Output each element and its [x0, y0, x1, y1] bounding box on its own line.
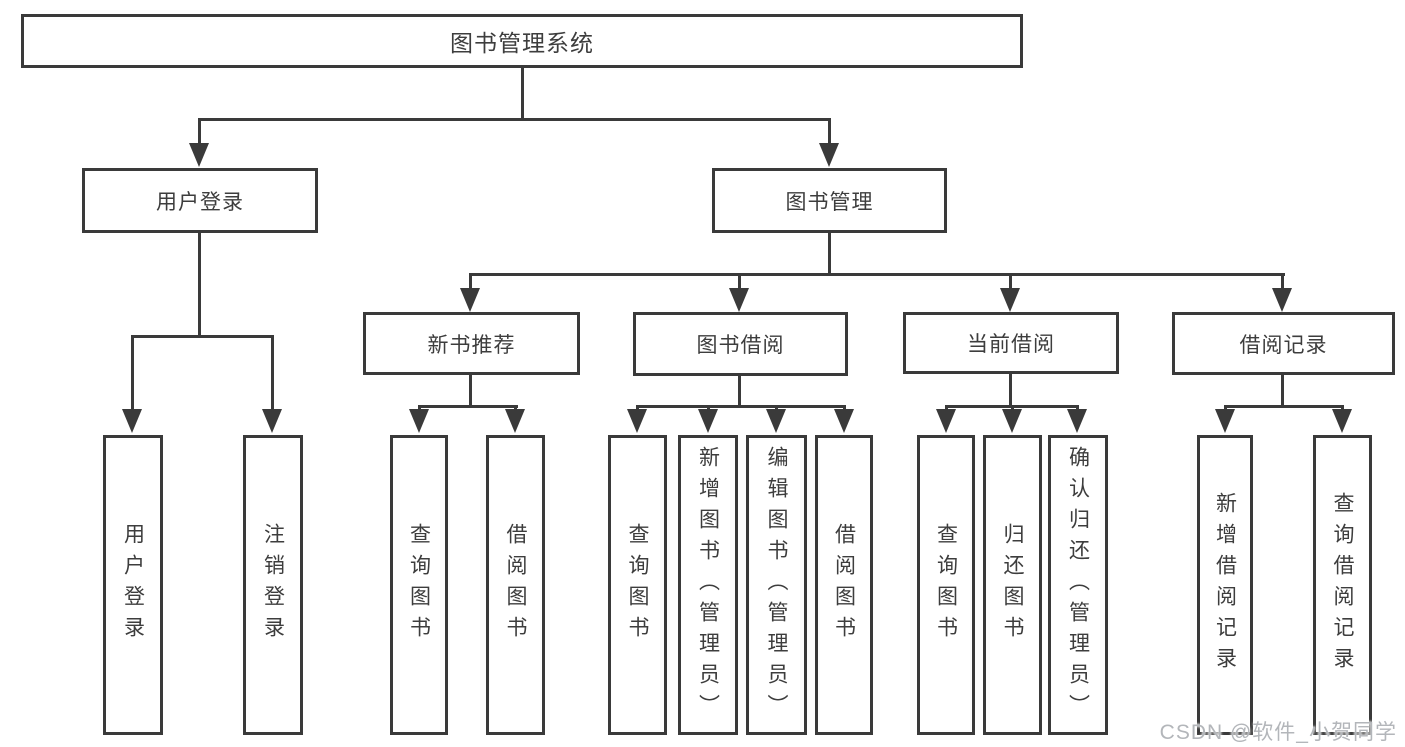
leaf-br-add-record-label: 新增借阅记录 — [1213, 492, 1237, 678]
node-new-book-recommend-label: 新书推荐 — [427, 333, 516, 357]
arrowhead-br-query — [1332, 409, 1352, 433]
node-current-borrow-label: 当前借阅 — [967, 333, 1055, 356]
connector-book-management-stem — [828, 233, 831, 275]
leaf-bb-edit-books-admin-label: 编辑图书（管理员） — [765, 445, 788, 725]
node-borrow-records: 借阅记录 — [1172, 312, 1395, 375]
leaf-bb-borrow-books: 借阅图书 — [815, 435, 873, 735]
leaf-logout: 注销登录 — [243, 435, 303, 735]
connector-arm-new-book-recommend — [469, 273, 472, 291]
connector-user-login-stem — [198, 233, 201, 338]
node-book-borrow: 图书借阅 — [633, 312, 848, 376]
leaf-user-login-label: 用户登录 — [121, 523, 145, 647]
leaf-nbr-borrow-books: 借阅图书 — [486, 435, 545, 735]
arrowhead-bb-query — [627, 409, 647, 433]
leaf-nbr-query-books: 查询图书 — [390, 435, 448, 735]
leaf-br-query-record: 查询借阅记录 — [1313, 435, 1372, 735]
arrowhead-user-login — [189, 143, 209, 167]
connector-book-management-bar — [469, 273, 1285, 276]
connector-root-stem — [521, 67, 524, 120]
leaf-cb-return-books-label: 归还图书 — [1001, 523, 1024, 647]
leaf-bb-edit-books-admin: 编辑图书（管理员） — [746, 435, 807, 735]
connector-nbr-stem — [469, 375, 472, 407]
node-user-login: 用户登录 — [82, 168, 318, 233]
connector-user-login-bar — [131, 335, 274, 338]
leaf-cb-confirm-return-admin: 确认归还（管理员） — [1048, 435, 1108, 735]
connector-br-stem — [1281, 375, 1284, 407]
csdn-watermark: CSDN @软件_小贺同学 — [1159, 721, 1397, 744]
leaf-logout-label: 注销登录 — [261, 523, 285, 647]
arrowhead-bb-add — [698, 409, 718, 433]
arrowhead-book-borrow — [729, 288, 749, 312]
connector-nbr-bar — [418, 405, 518, 408]
leaf-nbr-borrow-books-label: 借阅图书 — [504, 523, 527, 647]
leaf-bb-query-books-label: 查询图书 — [626, 523, 649, 647]
node-current-borrow: 当前借阅 — [903, 312, 1119, 374]
connector-arm-book-borrow — [738, 273, 741, 291]
leaf-cb-query-books: 查询图书 — [917, 435, 975, 735]
node-book-management-label: 图书管理 — [785, 190, 874, 214]
leaf-cb-return-books: 归还图书 — [983, 435, 1042, 735]
arrowhead-leaf-login — [122, 409, 142, 433]
arrowhead-leaf-logout — [262, 409, 282, 433]
connector-root-bar — [198, 118, 831, 121]
node-borrow-records-label: 借阅记录 — [1239, 333, 1328, 357]
arrowhead-nbr-query — [409, 409, 429, 433]
leaf-bb-add-books-admin: 新增图书（管理员） — [678, 435, 738, 735]
arrowhead-bb-edit — [766, 409, 786, 433]
connector-bb-bar — [636, 405, 845, 408]
connector-arm-user-login — [198, 118, 201, 148]
arrowhead-cb-confirm — [1067, 409, 1087, 433]
leaf-bb-borrow-books-label: 借阅图书 — [832, 523, 856, 647]
connector-arm-current-borrow — [1009, 273, 1012, 291]
leaf-user-login: 用户登录 — [103, 435, 163, 735]
leaf-nbr-query-books-label: 查询图书 — [407, 523, 431, 647]
arrowhead-br-add — [1215, 409, 1235, 433]
connector-bb-stem — [738, 376, 741, 407]
node-root-library-system: 图书管理系统 — [21, 14, 1023, 68]
leaf-cb-query-books-label: 查询图书 — [934, 523, 958, 647]
leaf-bb-add-books-admin-label: 新增图书（管理员） — [696, 445, 720, 725]
arrowhead-cb-query — [936, 409, 956, 433]
node-book-management: 图书管理 — [712, 168, 947, 233]
arrowhead-borrow-records — [1272, 288, 1292, 312]
leaf-bb-query-books: 查询图书 — [608, 435, 667, 735]
node-user-login-label: 用户登录 — [156, 190, 244, 214]
connector-arm-leaf-login — [131, 335, 134, 412]
node-book-borrow-label: 图书借阅 — [696, 334, 785, 357]
node-root-label: 图书管理系统 — [450, 30, 594, 56]
leaf-cb-confirm-return-admin-label: 确认归还（管理员） — [1066, 445, 1090, 725]
leaf-br-query-record-label: 查询借阅记录 — [1331, 492, 1354, 678]
connector-cb-stem — [1009, 374, 1012, 407]
arrowhead-bb-borrow — [834, 409, 854, 433]
connector-br-bar — [1224, 405, 1343, 408]
arrowhead-cb-return — [1002, 409, 1022, 433]
arrowhead-nbr-borrow — [505, 409, 525, 433]
leaf-br-add-record: 新增借阅记录 — [1197, 435, 1253, 735]
node-new-book-recommend: 新书推荐 — [363, 312, 580, 375]
arrowhead-current-borrow — [1000, 288, 1020, 312]
arrowhead-new-book-recommend — [460, 288, 480, 312]
connector-arm-leaf-logout — [271, 335, 274, 412]
connector-arm-book-management — [828, 118, 831, 148]
arrowhead-book-management — [819, 143, 839, 167]
connector-arm-borrow-records — [1281, 273, 1284, 291]
